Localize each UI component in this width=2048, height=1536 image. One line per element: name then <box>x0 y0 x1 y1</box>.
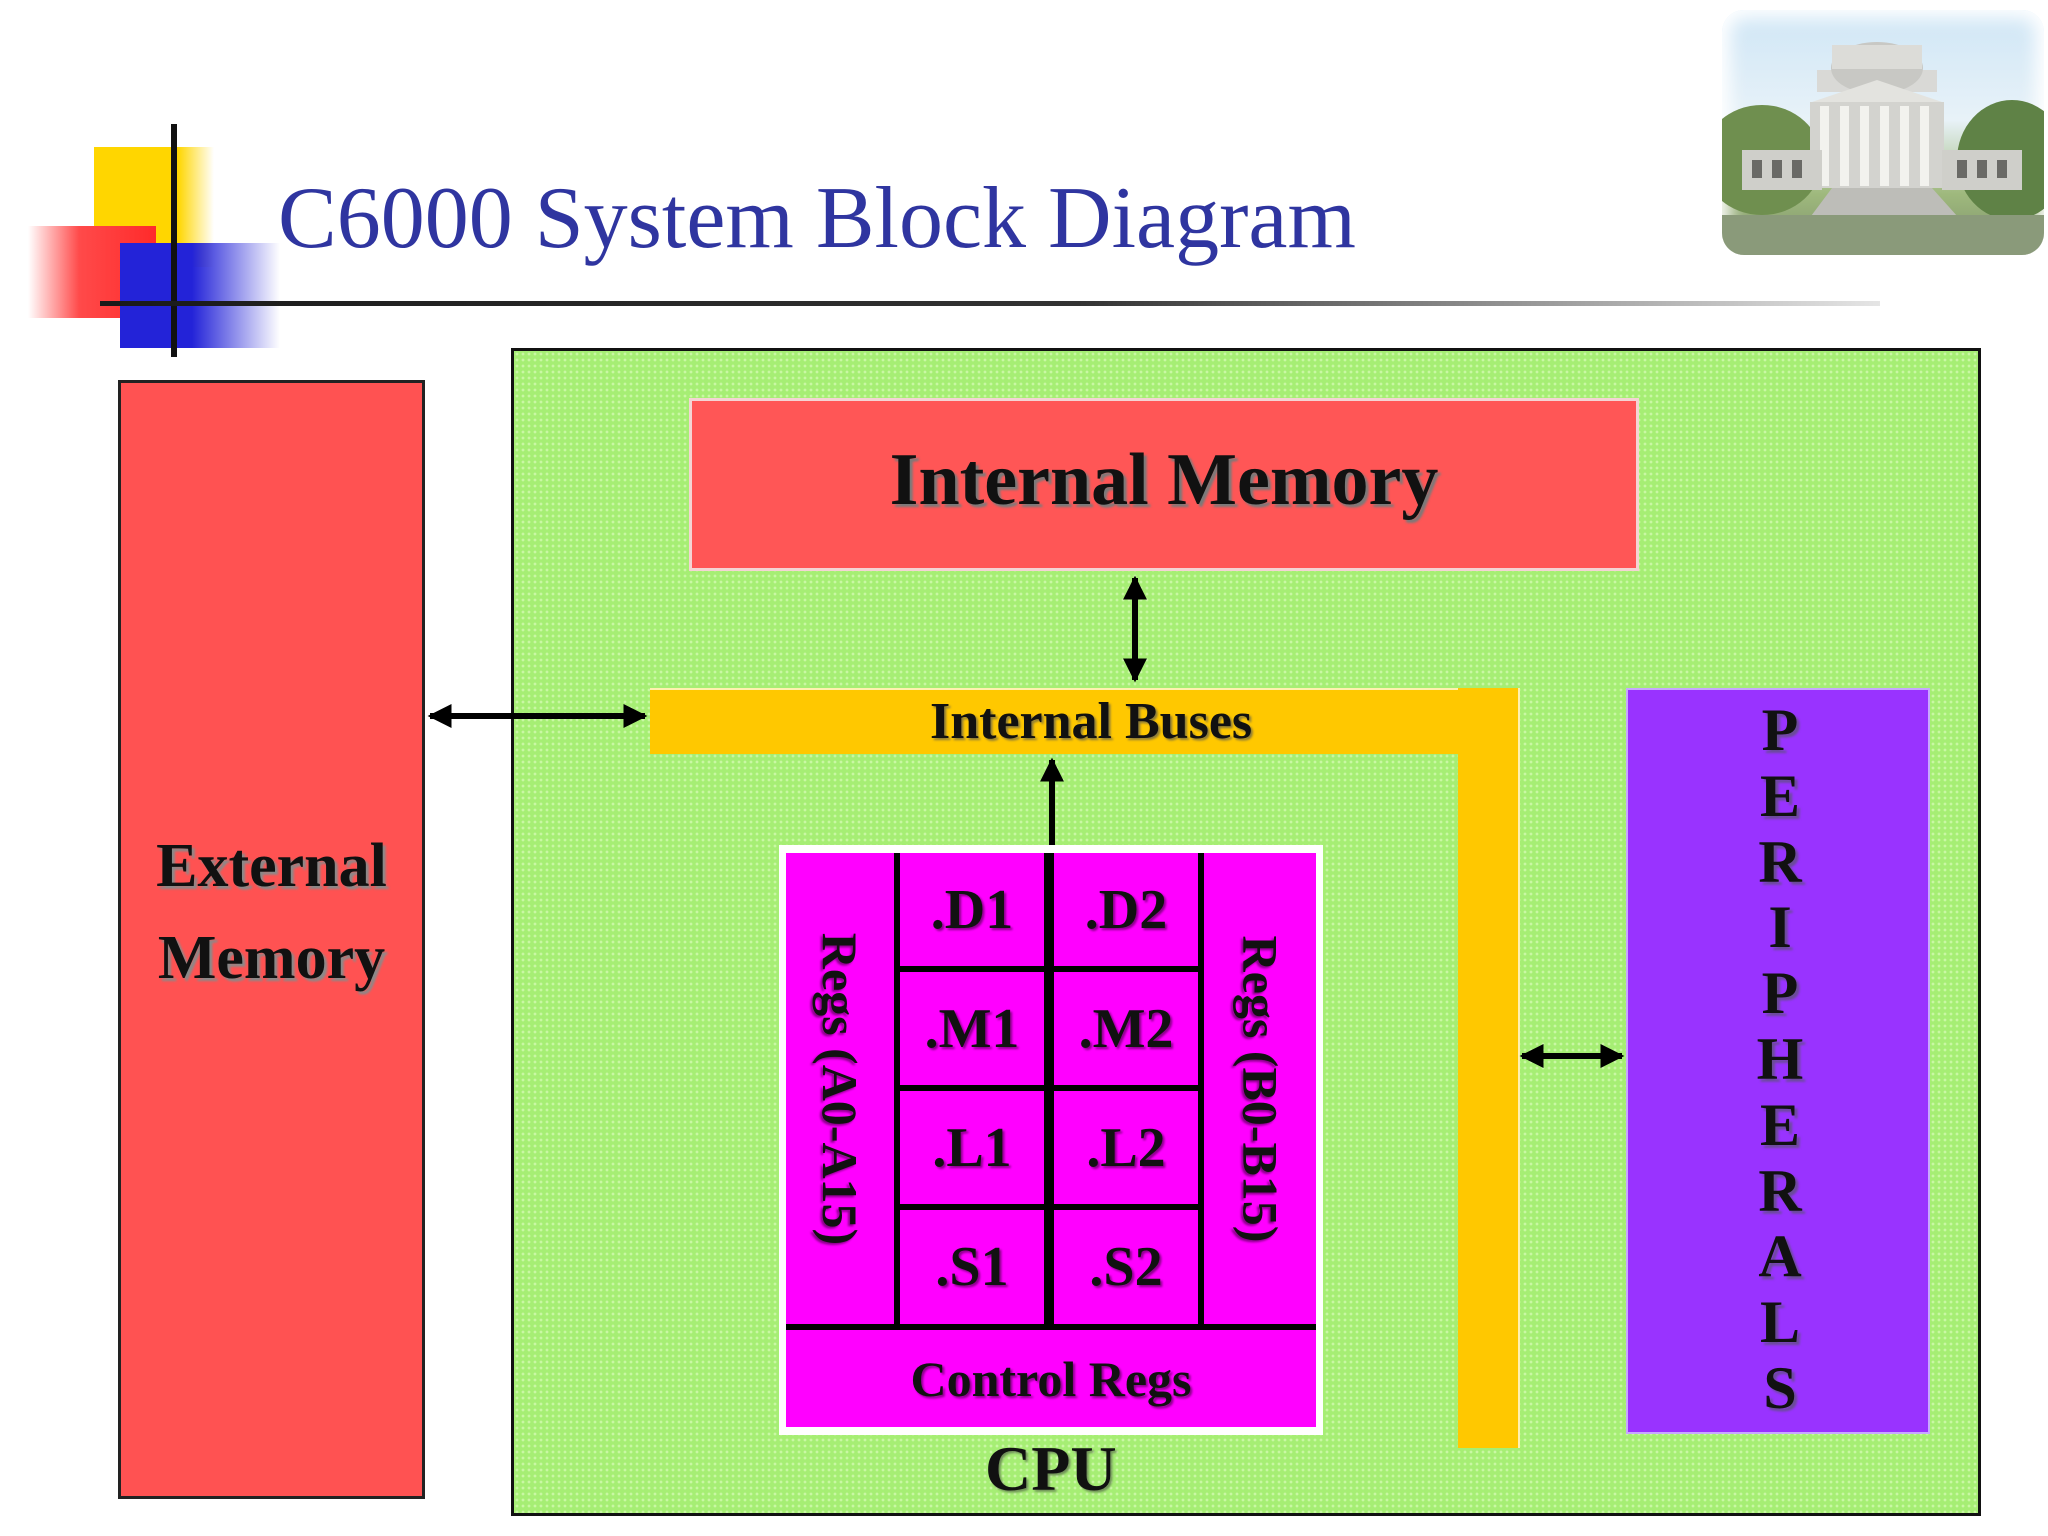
external-memory-label: External Memory <box>156 832 387 992</box>
internal-buses-label: Internal Buses <box>930 693 1253 750</box>
internal-bus-vertical <box>1458 688 1520 1448</box>
title-decoration-vertical-line <box>171 124 177 357</box>
internal-memory-block: Internal Memory <box>689 398 1639 571</box>
title-underline <box>100 301 1880 306</box>
peripherals-letter: L <box>1759 1289 1801 1356</box>
external-memory-block: External Memory <box>118 380 425 1499</box>
peripherals-block <box>1626 688 1930 1434</box>
unit-s1: .S1 <box>900 1210 1044 1324</box>
internal-bus-horizontal <box>650 688 1518 754</box>
peripherals-letter: P <box>1761 960 1799 1027</box>
slide-title: C6000 System Block Diagram <box>278 170 1356 267</box>
peripherals-letter: I <box>1768 894 1792 961</box>
unit-s2: .S2 <box>1054 1210 1198 1324</box>
peripherals-letter: S <box>1763 1354 1797 1421</box>
peripherals-letter: H <box>1756 1025 1804 1092</box>
unit-d2: .D2 <box>1054 853 1198 966</box>
peripherals-letter: P <box>1761 697 1799 763</box>
unit-m1: .M1 <box>900 972 1044 1085</box>
peripherals-letter: E <box>1759 762 1801 829</box>
regs-a-label: Regs (A0-A15) <box>812 932 868 1245</box>
unit-l2: .L2 <box>1054 1091 1198 1204</box>
unit-m2: .M2 <box>1054 972 1198 1085</box>
unit-l1: .L1 <box>900 1091 1044 1204</box>
internal-memory-label: Internal Memory <box>889 439 1439 521</box>
regs-b-label: Regs (B0-B15) <box>1232 935 1289 1242</box>
control-regs-block: Control Regs <box>786 1330 1316 1427</box>
cpu-block: Regs (A0-A15) .D1 .M1 .L1 .S1 .D2 .M2 .L… <box>786 853 1316 1427</box>
peripherals-letter: R <box>1758 828 1802 895</box>
regs-b-block: Regs (B0-B15) <box>1204 853 1316 1324</box>
title-decoration-blue <box>120 243 280 348</box>
building-photo <box>1722 10 2044 255</box>
peripherals-letter: E <box>1759 1091 1801 1158</box>
regs-a-block: Regs (A0-A15) <box>786 853 894 1324</box>
cpu-label: CPU <box>985 1433 1117 1504</box>
peripherals-letter: A <box>1758 1223 1802 1290</box>
unit-d1: .D1 <box>900 853 1044 966</box>
peripherals-letter: R <box>1758 1157 1802 1224</box>
